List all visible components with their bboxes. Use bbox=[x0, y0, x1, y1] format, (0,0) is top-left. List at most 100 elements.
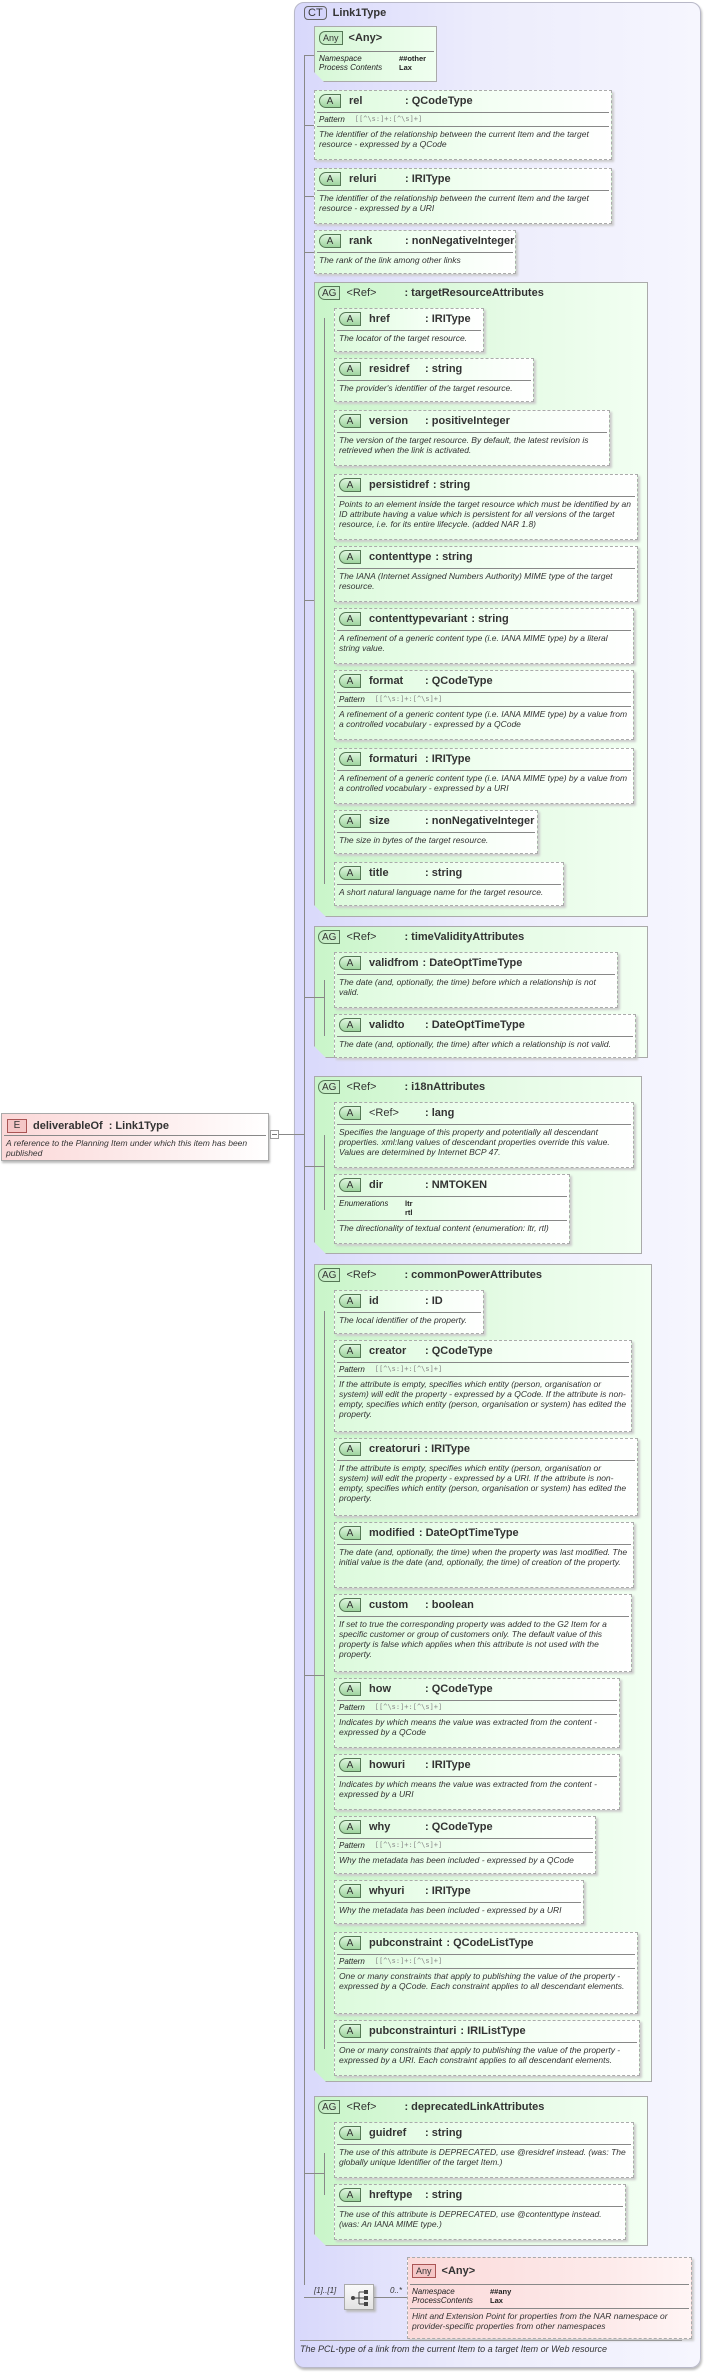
attribute-description: The version of the target resource. By d… bbox=[339, 435, 589, 455]
attribute-type: : nonNegativeInteger bbox=[405, 235, 515, 247]
attribute-description: If set to true the corresponding propert… bbox=[339, 1619, 607, 1659]
ag-badge: AG bbox=[318, 930, 341, 944]
attribute-type: : string bbox=[435, 551, 473, 563]
attribute-name: pubconstraint bbox=[369, 1937, 443, 1949]
element-name: deliverableOf bbox=[33, 1119, 103, 1132]
collapse-toggle-icon[interactable] bbox=[270, 1130, 279, 1139]
footer-divider bbox=[300, 2340, 682, 2341]
ag-connector bbox=[324, 980, 325, 1036]
attribute-type: : QCodeType bbox=[405, 95, 473, 107]
any-other-element[interactable]: Any <Any> Namespace ##other Process Cont… bbox=[314, 26, 437, 82]
ag-name: : timeValidityAttributes bbox=[404, 931, 525, 943]
element-description: A reference to the Planning Item under w… bbox=[6, 1138, 248, 1158]
attribute-icon: A bbox=[339, 1442, 361, 1456]
connector-line bbox=[304, 125, 314, 126]
element-type: : Link1Type bbox=[108, 1119, 170, 1132]
attribute-description: The directionality of textual content (e… bbox=[339, 1223, 549, 1233]
process-label: ProcessContents bbox=[412, 2296, 473, 2305]
connector-line bbox=[304, 2173, 324, 2174]
attribute-description: The identifier of the relationship betwe… bbox=[319, 129, 589, 149]
attribute-name: creatoruri bbox=[369, 1443, 421, 1455]
pattern-value: [[^\s:]+:[^\s]+] bbox=[374, 695, 443, 703]
attribute-name: creator bbox=[369, 1345, 407, 1357]
attribute-name: rank bbox=[349, 235, 373, 247]
enum-value: rtl bbox=[405, 1208, 413, 1217]
attribute-description: The locator of the target resource. bbox=[339, 333, 468, 343]
attribute-icon: A bbox=[339, 414, 361, 428]
attribute-icon: A bbox=[339, 1884, 361, 1898]
attribute-name: dir bbox=[369, 1179, 384, 1191]
ag-ref: <Ref> bbox=[346, 1081, 377, 1093]
attribute-description: Why the metadata has been included - exp… bbox=[339, 1905, 562, 1915]
any-any-element[interactable]: Any <Any> Namespace ##any ProcessContent… bbox=[407, 2257, 692, 2339]
attribute-type: : IRIType bbox=[405, 173, 451, 185]
attribute-type: : string bbox=[425, 2127, 463, 2139]
attribute-lang[interactable]: A<Ref>: lang Specifies the language of t… bbox=[334, 1102, 634, 1168]
ag-connector bbox=[324, 318, 325, 884]
connector-line bbox=[304, 252, 314, 253]
sequence-compositor[interactable] bbox=[344, 2284, 374, 2310]
pattern-label: Pattern bbox=[319, 115, 345, 124]
element-deliverableof[interactable]: E deliverableOf : Link1Type A reference … bbox=[1, 1113, 269, 1161]
attribute-name: contenttype bbox=[369, 551, 432, 563]
any-title: <Any> bbox=[348, 32, 383, 44]
namespace-value: ##other bbox=[399, 54, 427, 63]
ag-connector bbox=[324, 1135, 325, 1210]
attribute-description: The provider's identifier of the target … bbox=[339, 383, 513, 393]
ct-title: Link1Type bbox=[332, 7, 387, 19]
attribute-type: : IRIType bbox=[425, 313, 471, 325]
attribute-icon: A bbox=[339, 1344, 361, 1358]
namespace-value: ##any bbox=[490, 2287, 512, 2296]
attribute-description: The date (and, optionally, the time) aft… bbox=[339, 1039, 611, 1049]
attribute-name: validfrom bbox=[369, 957, 419, 969]
attribute-icon: A bbox=[339, 1294, 361, 1308]
ag-badge: AG bbox=[318, 1268, 341, 1282]
attribute-description: The local identifier of the property. bbox=[339, 1315, 467, 1325]
connector-line bbox=[279, 1134, 294, 1135]
attribute-icon: A bbox=[339, 612, 361, 626]
attribute-name: persistidref bbox=[369, 479, 429, 491]
attribute-description: The IANA (Internet Assigned Numbers Auth… bbox=[339, 571, 613, 591]
attribute-description: The rank of the link among other links bbox=[319, 255, 461, 265]
connector-line bbox=[304, 600, 314, 601]
namespace-label: Namespace bbox=[412, 2287, 455, 2296]
attribute-type: : boolean bbox=[425, 1599, 474, 1611]
attribute-type: : QCodeType bbox=[425, 1683, 493, 1695]
pattern-value: [[^\s:]+:[^\s]+] bbox=[354, 115, 423, 123]
ag-ref: <Ref> bbox=[346, 2101, 377, 2113]
attribute-description: The use of this attribute is DEPRECATED,… bbox=[339, 2209, 602, 2229]
attribute-description: Specifies the language of this property … bbox=[339, 1127, 610, 1157]
attribute-name: modified bbox=[369, 1527, 415, 1539]
attribute-icon: A bbox=[339, 1526, 361, 1540]
ag-header: AG <Ref> : deprecatedLinkAttributes bbox=[318, 2100, 544, 2114]
